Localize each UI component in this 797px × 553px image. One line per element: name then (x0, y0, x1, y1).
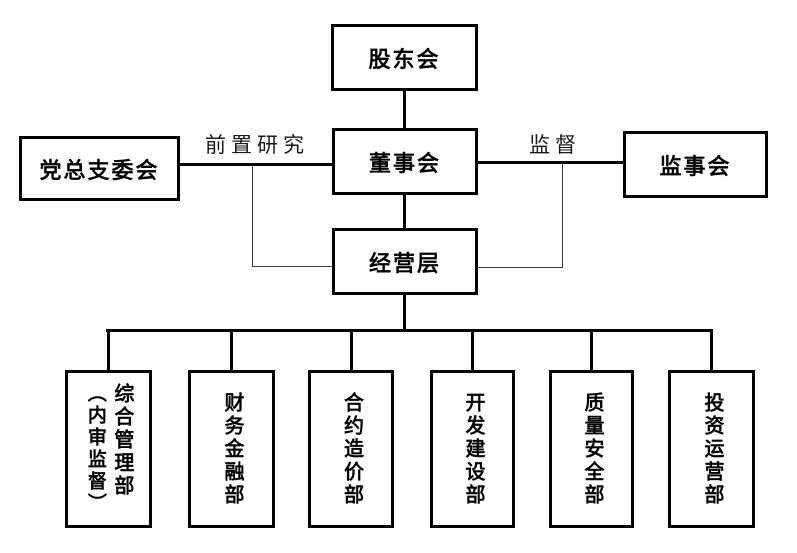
connector-thin-right-horizontal (478, 267, 563, 268)
node-supervisory-board: 监事会 (623, 131, 768, 198)
edge-label-pre-research: 前置研究 (205, 133, 309, 157)
node-dept-general-management: 综合管理部 （内审监督） (65, 370, 152, 528)
node-dept-contract-cost-label: 合约造价部 (340, 391, 363, 507)
node-shareholders-meeting-label: 股东会 (368, 46, 441, 72)
connector-board-management (403, 195, 406, 228)
node-board-of-directors: 董事会 (332, 128, 478, 195)
node-management-layer: 经营层 (332, 228, 478, 295)
connector-board-supervisors (478, 161, 623, 164)
connector-thin-left-vertical (252, 166, 253, 266)
node-shareholders-meeting: 股东会 (331, 24, 478, 91)
node-management-layer-label: 经营层 (368, 250, 441, 276)
node-dept-investment-operations-label: 投资运营部 (701, 391, 723, 507)
connector-distribution-bar (106, 329, 713, 332)
node-dept-general-management-label: 综合管理部 （内审监督） (84, 383, 133, 515)
node-dept-quality-safety-label: 质量安全部 (581, 391, 603, 507)
connector-shareholders-board (403, 91, 406, 128)
node-party-committee: 党总支委会 (19, 136, 180, 201)
connector-thin-left-horizontal (252, 266, 332, 267)
node-dept-investment-operations: 投资运营部 (668, 370, 755, 528)
node-party-committee-label: 党总支委会 (39, 157, 160, 183)
edge-label-supervision: 监督 (529, 133, 581, 157)
connector-drop-dept-2 (230, 332, 233, 370)
connector-drop-dept-6 (710, 332, 713, 370)
connector-drop-dept-4 (471, 332, 474, 370)
connector-management-departments (403, 295, 406, 330)
connector-drop-dept-5 (590, 332, 593, 370)
node-dept-development-construction-label: 开发建设部 (462, 391, 484, 507)
node-dept-quality-safety: 质量安全部 (549, 370, 634, 528)
connector-drop-dept-3 (350, 332, 353, 370)
node-dept-finance-label: 财务金融部 (221, 391, 243, 507)
node-dept-finance: 财务金融部 (188, 370, 275, 528)
node-dept-development-construction: 开发建设部 (430, 370, 515, 528)
connector-party-board (180, 163, 332, 166)
connector-thin-right-vertical (562, 164, 563, 268)
connector-drop-dept-1 (107, 332, 110, 370)
node-board-of-directors-label: 董事会 (368, 150, 441, 176)
node-dept-contract-cost: 合约造价部 (308, 370, 394, 528)
node-supervisory-board-label: 监事会 (659, 153, 732, 179)
